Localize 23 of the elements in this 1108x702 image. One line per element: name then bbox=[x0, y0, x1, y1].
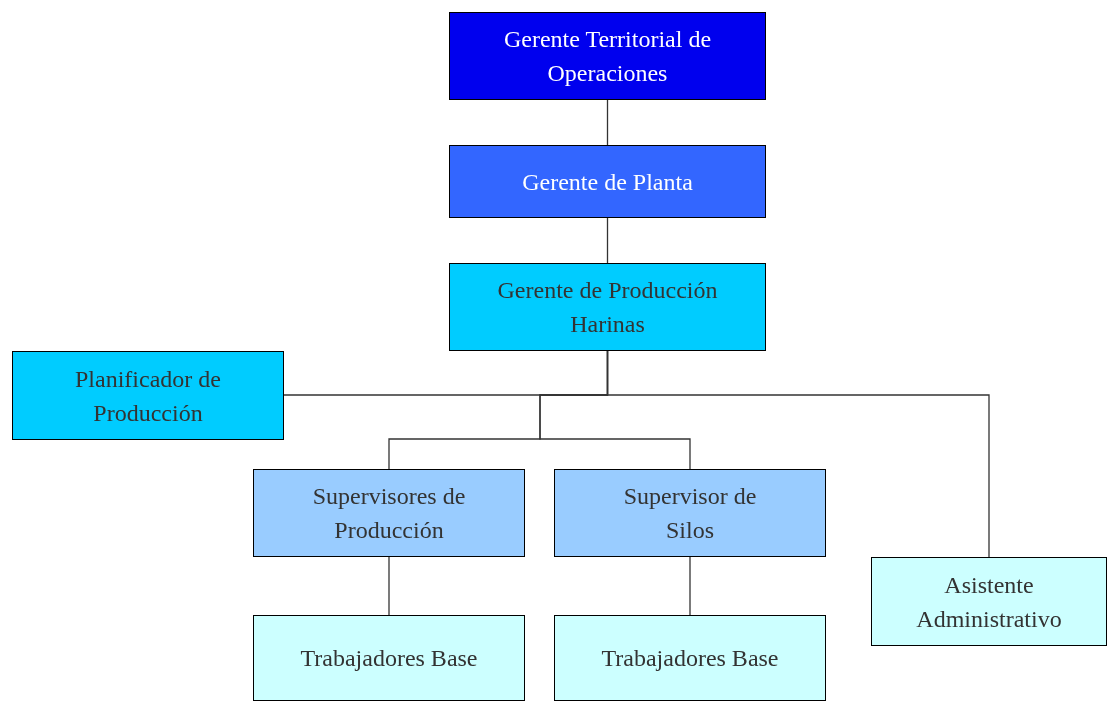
org-box bbox=[449, 12, 766, 100]
org-box bbox=[12, 351, 284, 440]
role-title: Trabajadores Base bbox=[601, 644, 779, 673]
org-box bbox=[449, 145, 766, 218]
connector-line bbox=[606, 99, 609, 146]
role-title: Gerente de Producción Harinas bbox=[496, 276, 719, 339]
role-title: Supervisores de Producción bbox=[311, 482, 467, 545]
org-box bbox=[253, 469, 525, 557]
connector-line bbox=[606, 217, 609, 264]
connector-line bbox=[689, 556, 691, 616]
role-title: Supervisor de Silos bbox=[622, 482, 758, 545]
org-box bbox=[253, 615, 525, 701]
connector-line bbox=[388, 556, 390, 616]
role-title: Gerente Territorial de Operaciones bbox=[502, 25, 713, 88]
connector-line bbox=[606, 350, 990, 558]
org-box bbox=[871, 557, 1107, 646]
org-box bbox=[449, 263, 766, 351]
role-title: Trabajadores Base bbox=[300, 644, 478, 673]
org-box bbox=[554, 615, 826, 701]
role-title: Asistente Administrativo bbox=[915, 570, 1063, 634]
org-box bbox=[554, 469, 826, 557]
role-title: Gerente de Planta bbox=[522, 167, 693, 197]
role-title: Planificador de Producción bbox=[74, 364, 222, 428]
